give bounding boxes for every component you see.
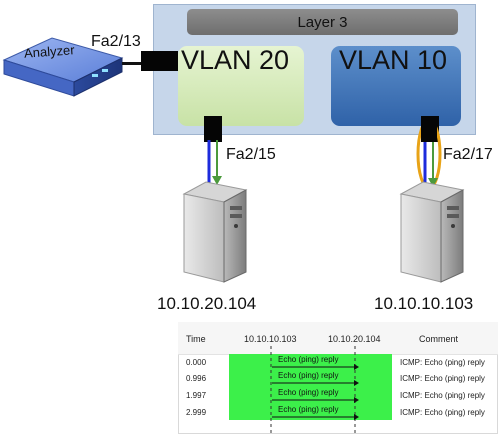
row-flow-label: Echo (ping) reply <box>278 371 339 380</box>
col-host-a-header: 10.10.10.103 <box>244 334 297 344</box>
col-host-b-header: 10.10.20.104 <box>328 334 381 344</box>
row-time: 0.000 <box>186 358 207 367</box>
layer3-label: Layer 3 <box>187 9 458 35</box>
row-time: 1.997 <box>186 391 207 400</box>
row-comment: ICMP: Echo (ping) reply <box>400 358 485 367</box>
row-time: 2.999 <box>186 408 207 417</box>
row-flow-label: Echo (ping) reply <box>278 388 339 397</box>
server-right-icon <box>399 181 465 283</box>
flow-arrow-icon <box>272 414 359 420</box>
col-time-header: Time <box>186 334 206 344</box>
vlan10-label: VLAN 10 <box>339 45 448 75</box>
port-fa2-15-label: Fa2/15 <box>226 146 276 163</box>
analyzer-device <box>2 37 124 97</box>
row-comment: ICMP: Echo (ping) reply <box>400 408 485 417</box>
vlan20-links <box>207 140 222 185</box>
vlan10-block <box>331 46 461 126</box>
port-fa2-13 <box>141 51 178 71</box>
row-flow-label: Echo (ping) reply <box>278 405 339 414</box>
port-fa2-15 <box>204 116 222 142</box>
row-comment: ICMP: Echo (ping) reply <box>400 391 485 400</box>
host-right-ip: 10.10.10.103 <box>374 294 474 313</box>
row-comment: ICMP: Echo (ping) reply <box>400 374 485 383</box>
row-flow-label: Echo (ping) reply <box>278 355 339 364</box>
flow-highlight <box>229 354 392 420</box>
server-left-icon <box>182 181 248 283</box>
port-fa2-17-label: Fa2/17 <box>443 146 493 163</box>
vlan20-block <box>178 46 304 126</box>
port-fa2-13-label: Fa2/13 <box>91 33 141 50</box>
host-left-ip: 10.10.20.104 <box>157 294 257 313</box>
flow-arrow-icon <box>272 397 359 403</box>
row-time: 0.996 <box>186 374 207 383</box>
flow-arrow-icon <box>272 380 359 386</box>
flow-arrow-icon <box>272 364 359 370</box>
analyzer-cable <box>122 62 142 65</box>
vlan20-label: VLAN 20 <box>181 45 290 75</box>
col-comment-header: Comment <box>419 334 459 344</box>
